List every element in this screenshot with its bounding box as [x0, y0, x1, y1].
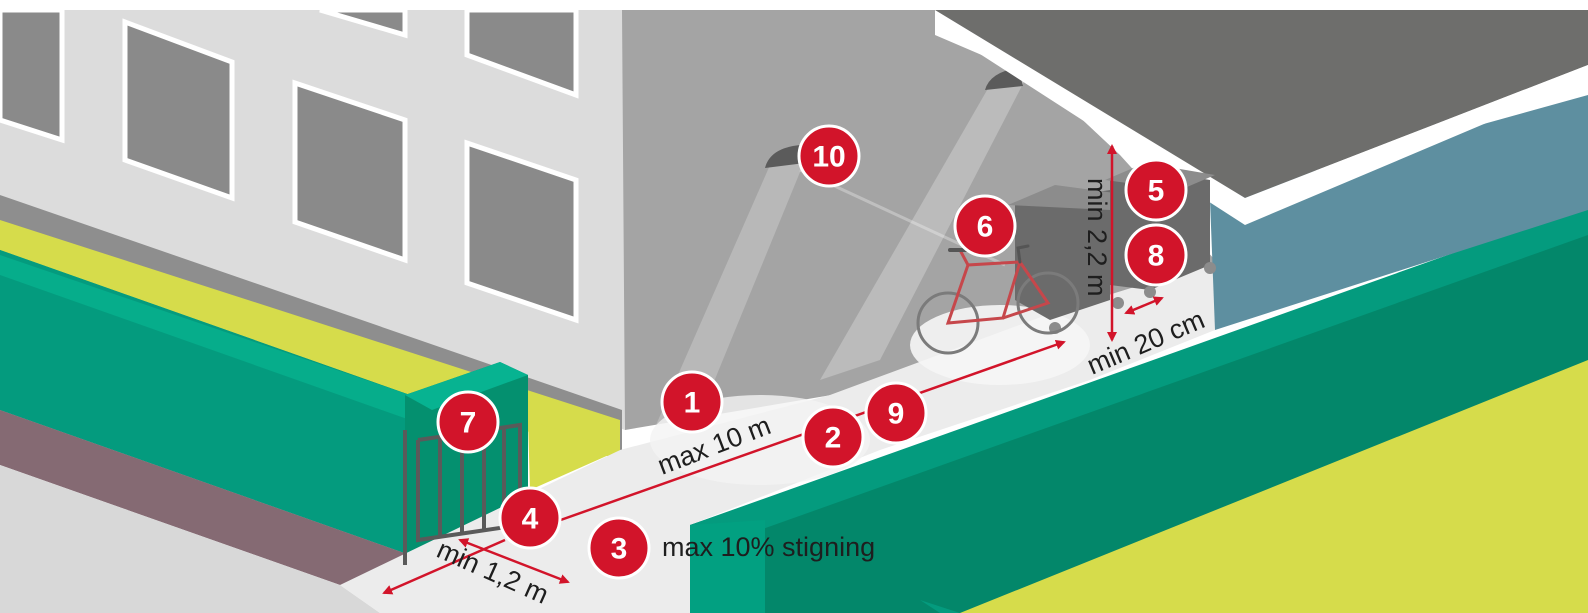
window [122, 18, 235, 202]
marker-number: 3 [611, 533, 628, 566]
marker-badge-7: 7 [436, 390, 500, 454]
marker-number: 4 [522, 503, 539, 536]
top-border [0, 0, 1588, 10]
clear-height-label: min 2,2 m [1082, 178, 1112, 297]
marker-number: 2 [825, 422, 842, 455]
window [319, 7, 408, 39]
marker-badge-8: 8 [1124, 223, 1188, 287]
marker-number: 6 [977, 211, 994, 244]
marker-number: 9 [888, 398, 905, 431]
slope-label: max 10% stigning [662, 532, 875, 562]
light-cone [820, 80, 1025, 380]
marker-badge-4: 4 [498, 486, 562, 550]
left-wall-base [0, 410, 410, 585]
grass-patch [528, 420, 620, 490]
window [464, 7, 579, 99]
right-hedge-wall-end [690, 520, 765, 613]
marker-badge-10: 10 [797, 124, 861, 188]
marker-badge-9: 9 [864, 381, 928, 445]
marker-badge-1: 1 [660, 370, 724, 434]
blue-facade [1210, 95, 1588, 330]
bicycle-icon [916, 244, 1080, 355]
right-hedge-wall-top [690, 205, 1588, 530]
gate-pillar-top [405, 362, 528, 410]
wall-lamp-icon [765, 145, 805, 168]
right-grass [960, 360, 1588, 613]
window [292, 79, 408, 264]
marker-badge-2: 2 [801, 405, 865, 469]
marker-number: 5 [1148, 175, 1165, 208]
light-spot [910, 305, 1090, 385]
window [0, 7, 65, 144]
marker-badge-3: 3 [587, 516, 651, 580]
path-width-arrow [458, 538, 570, 584]
marker-number: 7 [460, 407, 477, 440]
marker-number: 1 [684, 387, 701, 420]
ground [0, 465, 380, 613]
path-length-arrow [537, 339, 1066, 530]
window [464, 139, 579, 324]
marker-badge-5: 5 [1124, 158, 1188, 222]
marker-badge-6: 6 [953, 194, 1017, 258]
windows [0, 7, 579, 324]
bin-clearance-arrow [1124, 296, 1164, 315]
shed-roof [935, 10, 1588, 198]
marker-number: 10 [812, 141, 845, 174]
marker-number: 8 [1148, 240, 1165, 273]
roof-edge [935, 10, 1588, 225]
